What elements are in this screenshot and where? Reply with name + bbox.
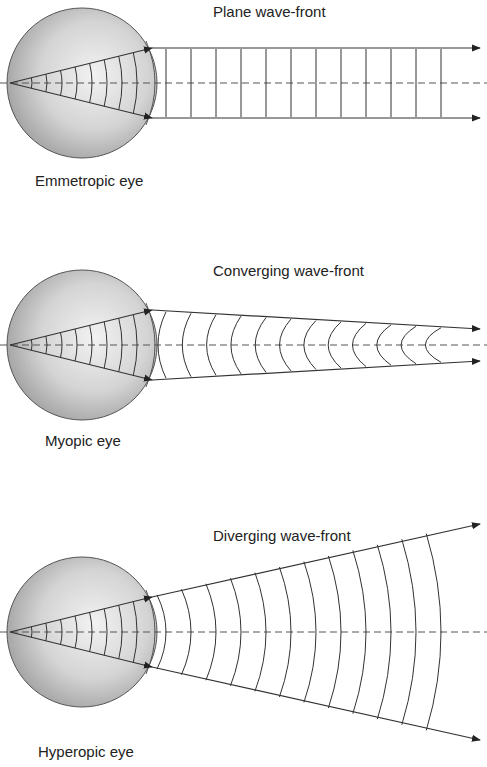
inner-wave-front — [133, 602, 137, 663]
inner-wave-front — [104, 60, 107, 106]
outer-ray — [152, 361, 480, 380]
inner-wave-front — [104, 322, 107, 368]
inner-wave-front — [90, 612, 92, 651]
outer-wave-front — [341, 49, 342, 117]
outer-wave-front — [366, 49, 367, 117]
outer-wave-front — [280, 319, 291, 371]
inner-wave-front — [90, 63, 92, 102]
outer-wave-front — [216, 49, 217, 117]
outer-ray — [152, 524, 480, 597]
outer-wave-front — [266, 49, 267, 117]
outer-wave-front — [191, 49, 192, 117]
outer-wave-front — [377, 325, 391, 365]
eye-converging — [0, 270, 487, 420]
optical-axis — [0, 83, 487, 84]
inner-wave-front — [119, 56, 122, 110]
outer-ray — [152, 47, 480, 48]
outer-wave-front — [316, 49, 317, 117]
outer-wave-front — [391, 49, 392, 117]
outer-wave-front — [255, 573, 266, 692]
outer-wave-front — [241, 49, 242, 117]
label-slot: Hyperopic eye — [38, 743, 134, 761]
outer-wave-front — [231, 316, 241, 374]
outer-wave-front — [157, 595, 166, 669]
inner-ray — [10, 310, 152, 345]
outer-wave-front — [166, 49, 167, 117]
outer-wave-front — [352, 323, 366, 366]
inner-ray — [10, 345, 152, 380]
eye-label: Hyperopic eye — [38, 743, 134, 761]
eye-diverging — [0, 524, 487, 740]
inner-wave-front — [119, 318, 122, 372]
inner-wave-front — [60, 333, 62, 358]
inner-wave-front — [60, 620, 62, 645]
optical-axis — [0, 345, 487, 346]
outer-wave-front — [328, 556, 341, 708]
outer-wave-front — [426, 534, 441, 731]
optical-axis — [0, 632, 487, 633]
inner-wave-front — [133, 315, 137, 376]
outer-wave-front — [207, 315, 216, 376]
inner-wave-front — [75, 616, 77, 648]
inner-wave-front — [104, 609, 107, 655]
wave-front-label: Diverging wave-front — [213, 527, 351, 545]
inner-wave-front — [133, 53, 137, 114]
label-slot: Myopic eye — [45, 432, 121, 450]
inner-ray — [10, 48, 152, 83]
eye-label: Emmetropic eye — [35, 172, 143, 190]
outer-wave-front — [401, 326, 416, 363]
inner-wave-front — [75, 329, 77, 361]
outer-wave-front — [416, 49, 417, 117]
outer-wave-front — [304, 562, 316, 703]
inner-wave-front — [31, 78, 33, 89]
label-slot: Converging wave-front — [213, 262, 364, 280]
outer-wave-front — [181, 589, 191, 674]
outer-wave-front — [206, 584, 216, 680]
outer-ray — [152, 310, 480, 329]
inner-wave-front — [31, 340, 33, 351]
inner-wave-front — [90, 325, 92, 364]
outer-wave-front — [402, 539, 416, 725]
wave-front-label: Plane wave-front — [213, 3, 326, 21]
outer-ray — [152, 667, 480, 740]
outer-wave-front — [291, 49, 292, 117]
outer-wave-front — [230, 578, 241, 686]
outer-wave-front — [304, 321, 316, 370]
inner-ray — [10, 632, 152, 667]
inner-wave-front — [46, 336, 47, 354]
outer-wave-front — [377, 545, 391, 719]
outer-wave-front — [182, 313, 191, 376]
inner-ray — [10, 83, 152, 118]
eye-label: Myopic eye — [45, 432, 121, 450]
outer-wave-front — [441, 49, 442, 117]
wave-front-label: Converging wave-front — [213, 262, 364, 280]
outer-wave-front — [279, 567, 291, 697]
inner-wave-front — [46, 74, 47, 92]
label-slot: Emmetropic eye — [35, 172, 143, 190]
inner-wave-front — [119, 605, 122, 659]
label-slot: Diverging wave-front — [213, 527, 351, 545]
outer-wave-front — [328, 322, 341, 368]
eye-plane — [0, 8, 487, 158]
outer-wave-front — [158, 312, 166, 378]
outer-wave-front — [425, 328, 441, 363]
inner-wave-front — [31, 627, 33, 638]
inner-ray — [10, 597, 152, 632]
inner-wave-front — [75, 67, 77, 99]
inner-wave-front — [46, 623, 47, 641]
outer-ray — [152, 117, 480, 118]
label-slot: Plane wave-front — [213, 3, 326, 21]
outer-wave-front — [353, 550, 366, 713]
inner-wave-front — [60, 71, 62, 96]
outer-wave-front — [255, 318, 266, 373]
